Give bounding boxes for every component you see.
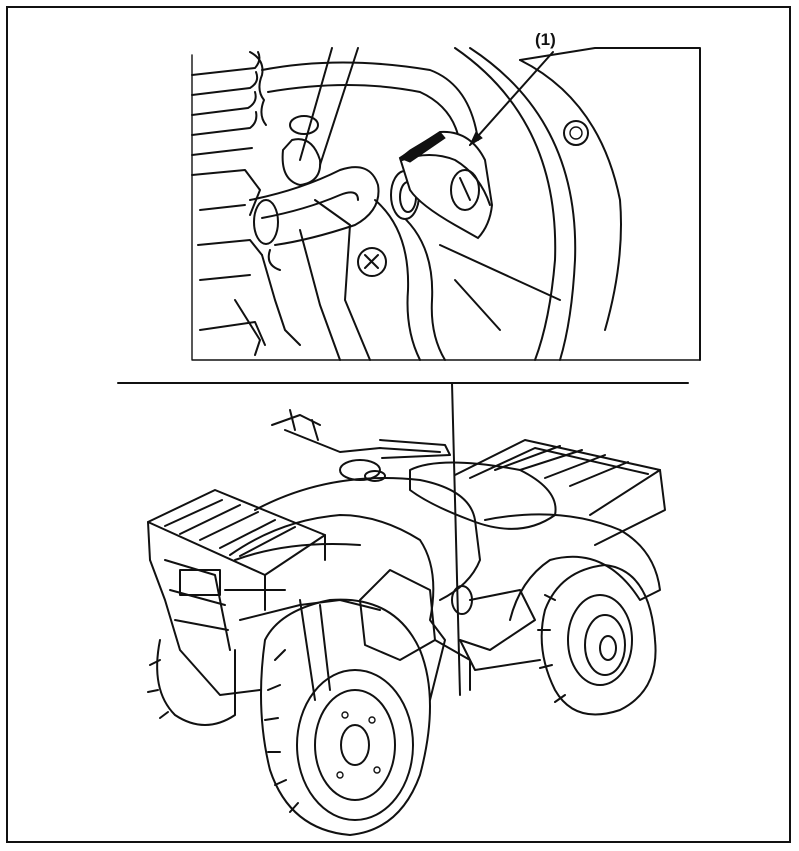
rear-wheel — [537, 564, 657, 716]
rear-fender — [484, 513, 661, 621]
front-bumper — [149, 559, 261, 696]
callout-arrowhead — [468, 131, 483, 147]
upper-cable — [261, 61, 479, 146]
frame-bracket — [299, 199, 446, 361]
engine-block — [191, 169, 301, 356]
atv-overview — [147, 409, 666, 836]
callout-leader — [469, 51, 554, 146]
front-body — [224, 477, 481, 701]
detail-pointer — [451, 382, 461, 696]
control-cable — [281, 47, 359, 186]
front-wheel-far — [147, 639, 236, 726]
engine-fins — [191, 51, 267, 156]
handlebar — [271, 409, 451, 482]
front-wheel-near — [260, 598, 431, 836]
figure-frame — [6, 6, 791, 843]
rear-rack — [454, 439, 666, 546]
front-rack — [147, 489, 326, 611]
drain-bolt — [390, 130, 494, 240]
callout-label: (1) — [535, 30, 556, 49]
detail-view — [191, 47, 701, 361]
chassis — [299, 569, 541, 701]
